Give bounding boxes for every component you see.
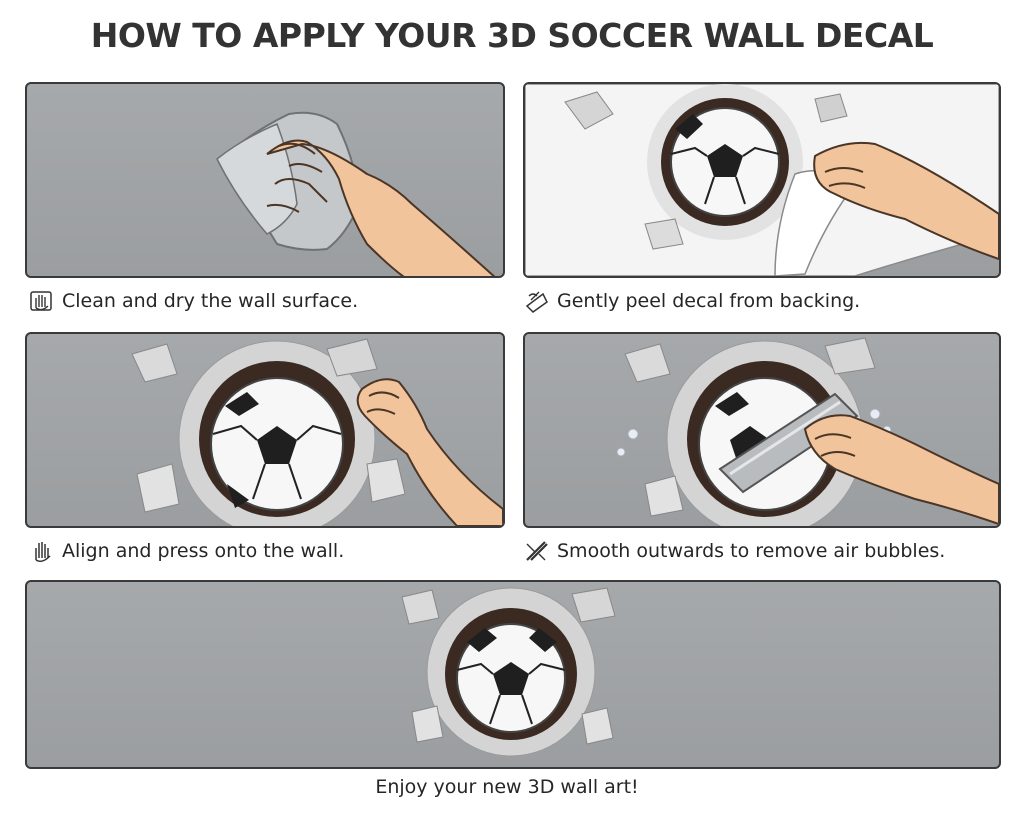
- hand: [803, 414, 999, 526]
- finished-decal: [401, 587, 616, 757]
- decal-on-wall: [131, 338, 406, 526]
- step-3-caption: Align and press onto the wall.: [28, 538, 344, 564]
- step-3-caption-text: Align and press onto the wall.: [62, 540, 345, 562]
- step-2-caption: Gently peel decal from backing.: [523, 288, 860, 314]
- hand: [813, 141, 999, 261]
- step-2-caption-text: Gently peel decal from backing.: [557, 290, 861, 312]
- step-4-caption: Smooth outwards to remove air bubbles.: [523, 538, 945, 564]
- hand: [356, 378, 503, 526]
- final-caption: Enjoy your new 3D wall art!: [375, 776, 639, 798]
- step-3-panel: [25, 332, 505, 528]
- peel-illustration: [525, 84, 999, 276]
- press-hand-icon: [28, 538, 56, 564]
- step-2-panel: [523, 82, 1001, 278]
- step-4-panel: [523, 332, 1001, 528]
- squeegee-icon: [523, 538, 551, 564]
- cleaning-illustration: [216, 111, 496, 276]
- final-panel: [25, 580, 1001, 769]
- peel-hand-icon: [523, 288, 551, 314]
- step-1-caption: Clean and dry the wall surface.: [28, 288, 358, 314]
- cleaning-hand-icon: [28, 288, 56, 314]
- page-title: HOW TO APPLY YOUR 3D SOCCER WALL DECAL: [90, 16, 934, 55]
- smooth-illustration: [616, 337, 999, 526]
- step-1-caption-text: Clean and dry the wall surface.: [62, 290, 359, 312]
- finished-decal-illustration: [401, 587, 616, 757]
- hand: [266, 139, 496, 276]
- decal-on-backing: [564, 84, 848, 250]
- press-illustration: [131, 338, 503, 526]
- step-4-caption-text: Smooth outwards to remove air bubbles.: [557, 540, 946, 562]
- step-1-panel: [25, 82, 505, 278]
